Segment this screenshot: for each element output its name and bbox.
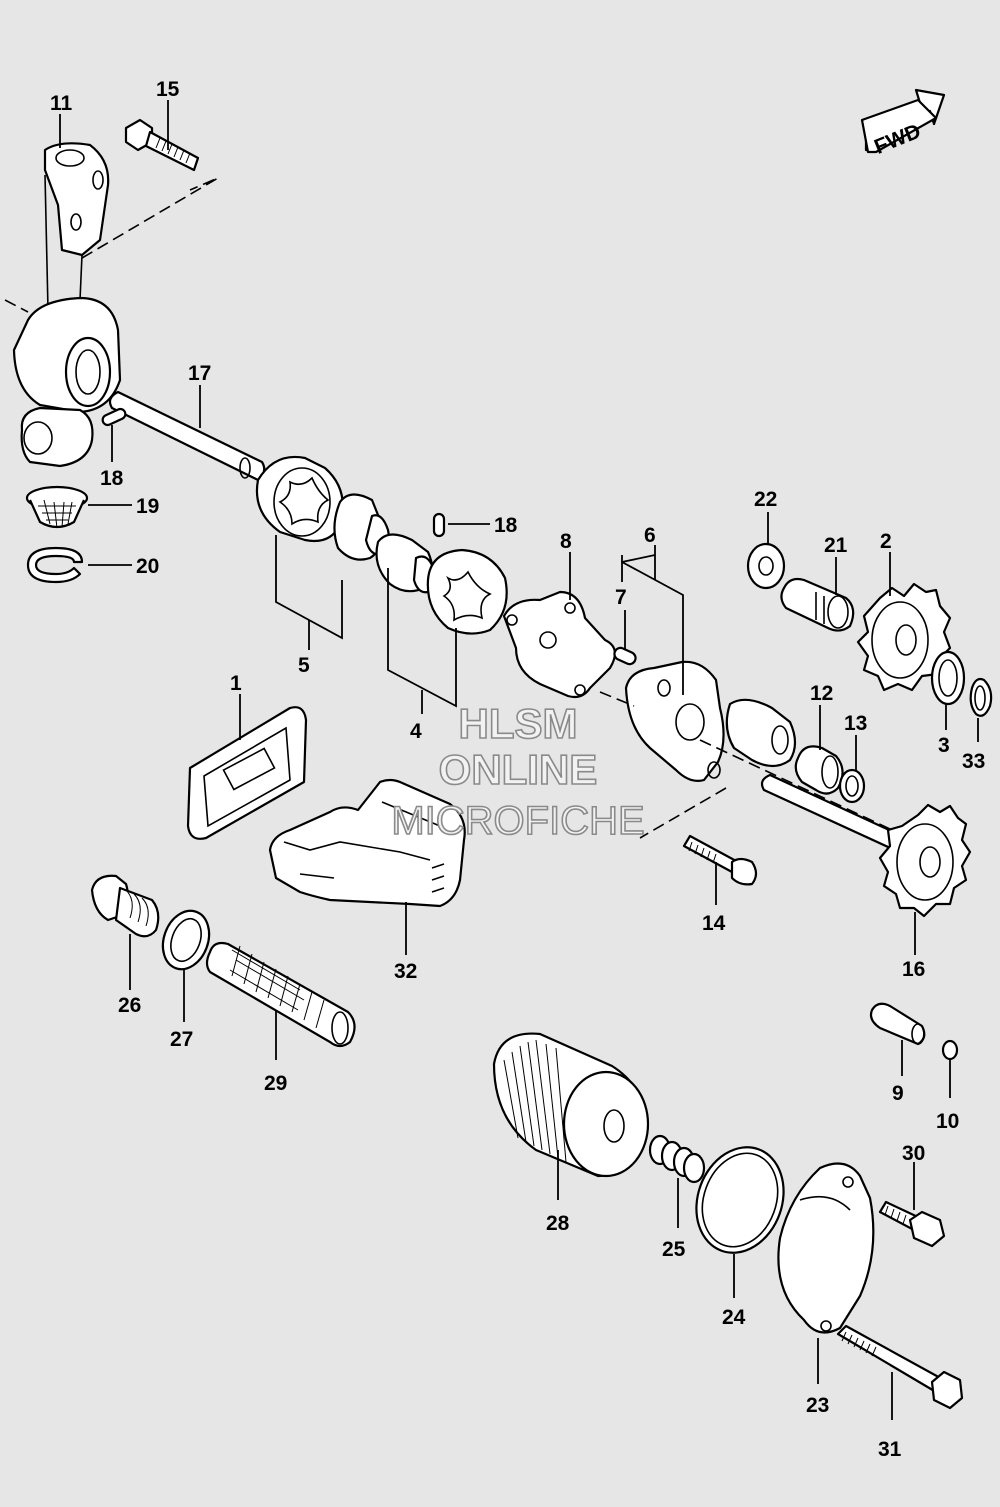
callout-13: 13 bbox=[844, 712, 867, 735]
callout-9: 9 bbox=[892, 1082, 904, 1105]
part-12-collar bbox=[794, 745, 844, 795]
part-8-pump-cover bbox=[502, 590, 617, 699]
callout-21: 21 bbox=[824, 534, 848, 557]
part-33-circlip bbox=[969, 677, 993, 717]
callout-33: 33 bbox=[962, 750, 985, 773]
callout-5: 5 bbox=[298, 654, 310, 677]
part-4-inner-rotor bbox=[375, 533, 437, 594]
callout-18-right: 18 bbox=[494, 514, 518, 537]
part-20-circlip bbox=[26, 546, 84, 584]
watermark-line-2: ONLINE bbox=[439, 746, 598, 793]
part-18-pin-left bbox=[101, 407, 127, 427]
callout-18-left: 18 bbox=[100, 467, 124, 490]
part-26-drain-plug bbox=[90, 874, 160, 938]
callout-23: 23 bbox=[806, 1394, 829, 1417]
callout-14: 14 bbox=[702, 912, 726, 935]
callout-30: 30 bbox=[902, 1142, 925, 1165]
callout-28: 28 bbox=[546, 1212, 570, 1235]
part-24-o-ring bbox=[695, 1146, 785, 1254]
part-10-o-ring bbox=[941, 1039, 959, 1061]
part-1-gasket bbox=[186, 706, 308, 840]
callout-25: 25 bbox=[662, 1238, 686, 1261]
callout-4: 4 bbox=[410, 720, 422, 743]
callout-32: 32 bbox=[394, 960, 417, 983]
part-4-outer-rotor bbox=[426, 548, 508, 635]
part-13-o-ring bbox=[838, 768, 866, 804]
callout-11: 11 bbox=[50, 92, 73, 115]
callout-16: 16 bbox=[902, 958, 925, 981]
callout-17: 17 bbox=[188, 362, 211, 385]
callout-22: 22 bbox=[754, 488, 777, 511]
part-27-gasket bbox=[161, 909, 211, 971]
part-6-pump-body bbox=[624, 660, 797, 782]
callout-2: 2 bbox=[880, 530, 892, 553]
part-29-strainer-tube bbox=[205, 941, 356, 1048]
part-30-bolt bbox=[878, 1200, 946, 1248]
callout-31: 31 bbox=[878, 1438, 902, 1461]
callout-29: 29 bbox=[264, 1072, 287, 1095]
part-19-strainer bbox=[25, 485, 89, 529]
callout-3: 3 bbox=[938, 734, 950, 757]
callout-7: 7 bbox=[615, 586, 627, 609]
callout-1: 1 bbox=[230, 672, 242, 695]
watermark-line-1: HLSM bbox=[459, 700, 578, 747]
part-22-washer bbox=[746, 542, 786, 590]
part-25-spring bbox=[648, 1134, 706, 1184]
watermark-line-3: MICROFICHE bbox=[391, 799, 644, 843]
callout-24: 24 bbox=[722, 1306, 746, 1329]
part-5-outer-rotor bbox=[255, 455, 344, 543]
callout-8: 8 bbox=[560, 530, 572, 553]
part-9-pin bbox=[869, 1002, 926, 1046]
callout-19: 19 bbox=[136, 495, 159, 518]
part-11-oil-strainer-body bbox=[12, 142, 122, 468]
part-23-filter-cap bbox=[777, 1162, 875, 1334]
callout-20: 20 bbox=[136, 555, 159, 578]
callout-6: 6 bbox=[644, 524, 656, 547]
part-16-gear bbox=[878, 803, 972, 918]
watermark: HLSM ONLINE MICROFICHE bbox=[391, 699, 646, 844]
part-15-bolt bbox=[124, 118, 200, 172]
callout-27: 27 bbox=[170, 1028, 193, 1051]
part-21-bushing bbox=[780, 577, 855, 632]
callout-12: 12 bbox=[810, 682, 833, 705]
callout-15: 15 bbox=[156, 78, 180, 101]
part-18-pin-right bbox=[432, 512, 446, 538]
part-28-oil-filter bbox=[492, 1032, 650, 1178]
part-7-pin bbox=[613, 646, 637, 666]
part-31-bolt bbox=[836, 1324, 964, 1410]
part-17-shaft bbox=[108, 390, 266, 482]
callout-10: 10 bbox=[936, 1110, 959, 1133]
part-32-cover bbox=[268, 778, 466, 908]
callout-26: 26 bbox=[118, 994, 141, 1017]
fwd-arrow-icon: FWD bbox=[860, 88, 946, 159]
part-14-bolt bbox=[682, 834, 758, 886]
part-3-washer bbox=[930, 650, 966, 706]
